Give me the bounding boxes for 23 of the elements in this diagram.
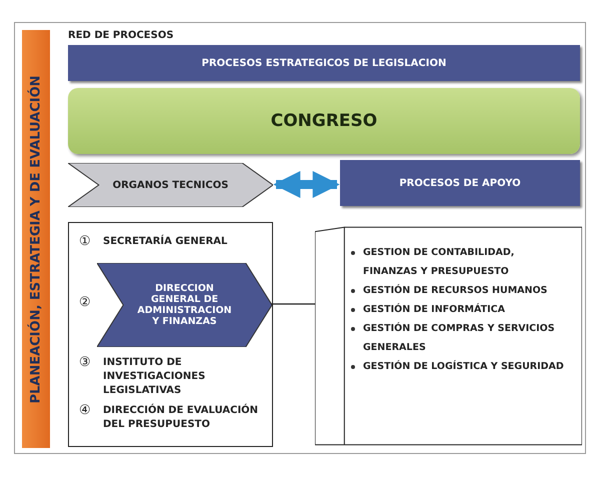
double-arrow: [273, 171, 340, 198]
callout-number: ①: [79, 235, 91, 249]
vertical-band: PLANEACIÓN, ESTRATEGIA Y DE EVALUACIÓN: [22, 30, 50, 448]
list-item: INSTITUTO DE INVESTIGACIONES LEGISLATIVAS: [103, 356, 206, 398]
list-item: GESTION DE CONTABILIDAD, FINANZAS Y PRESUPUESTO: [363, 246, 516, 279]
list-item: GESTIÓN DE LOGÍSTICA Y SEGURIDAD: [363, 359, 565, 374]
list-item: DIRECCIÓN DE EVALUACIÓN DEL PRESUPUESTO: [103, 404, 260, 432]
callout-number: ④: [79, 404, 91, 418]
list-item: GESTIÓN DE INFORMÁTICA: [363, 302, 506, 317]
connector-line: [271, 303, 315, 305]
list-item: GESTIÓN DE COMPRAS Y SERVICIOS GENERALES: [363, 321, 556, 355]
chevron-banner: DIRECCION GENERAL DE ADMINISTRACION Y FINANZAS: [97, 263, 272, 347]
chevron-banner: ORGANOS TECNICOS: [68, 163, 273, 207]
list-item: GESTIÓN DE RECURSOS HUMANOS: [363, 283, 548, 298]
process-bar: PROCESOS ESTRATEGICOS DE LEGISLACION: [68, 45, 580, 81]
list-item: SECRETARÍA GENERAL: [103, 235, 228, 249]
list-panel: [315, 225, 582, 447]
list-panel: [68, 222, 273, 447]
process-bar: CONGRESO: [68, 88, 580, 154]
title: RED DE PROCESOS: [68, 30, 174, 41]
callout-number: ③: [79, 356, 91, 370]
process-bar: PROCESOS DE APOYO: [340, 160, 580, 206]
callout-number: ②: [79, 295, 91, 310]
